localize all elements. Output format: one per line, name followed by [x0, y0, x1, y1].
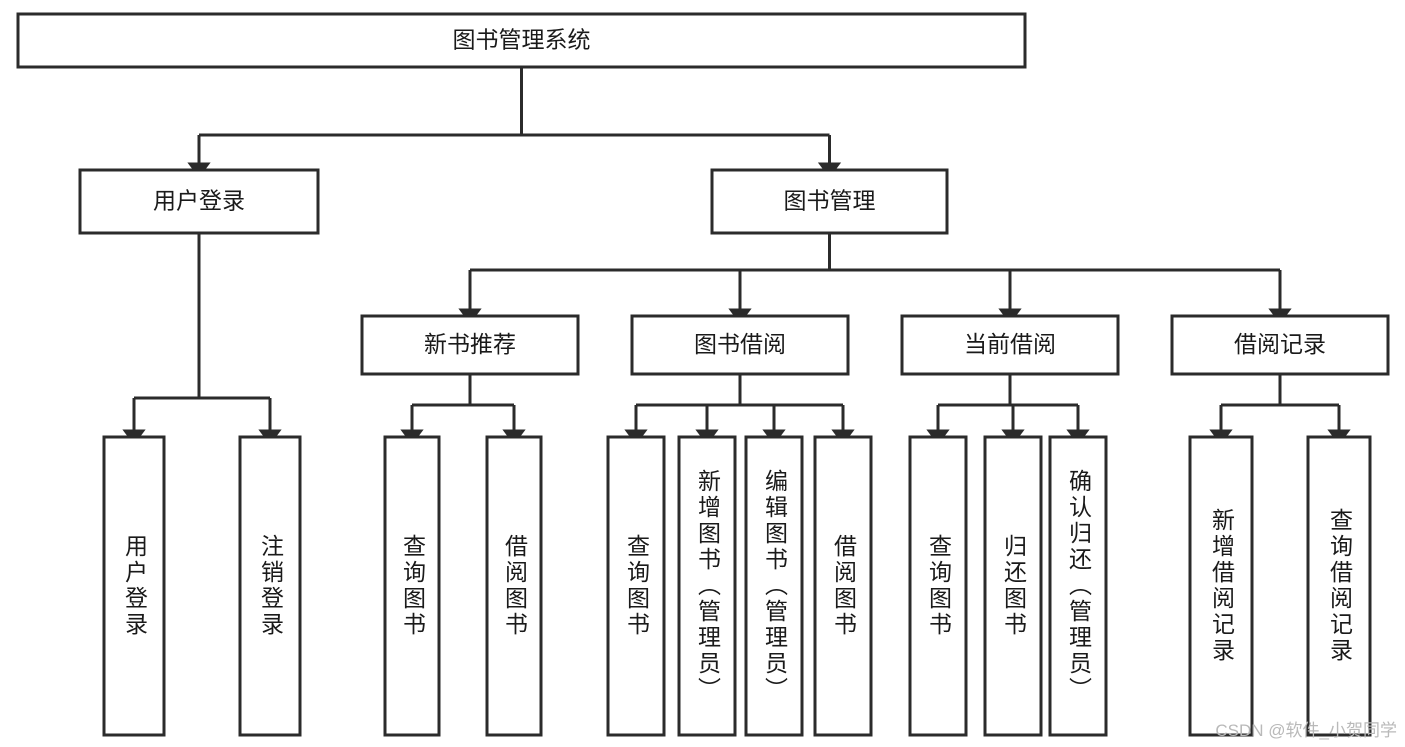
node-box-book-borrow[interactable]	[630, 314, 850, 376]
node-box-leaf-borrow-book-1[interactable]	[485, 435, 543, 737]
node-box-leaf-user-login[interactable]	[102, 435, 166, 737]
node-label-root: 图书管理系统	[453, 27, 591, 53]
node-label-new-book-recommend: 新书推荐	[424, 331, 516, 357]
node-label-user-login: 用户登录	[153, 188, 245, 214]
node-box-new-book-recommend[interactable]	[360, 314, 580, 376]
node-label-current-borrow: 当前借阅	[964, 331, 1056, 357]
node-label-book-borrow: 图书借阅	[694, 331, 786, 357]
node-box-user-login[interactable]	[78, 168, 320, 235]
node-box-leaf-add-book[interactable]	[677, 435, 737, 737]
node-box-leaf-query-book-2[interactable]	[606, 435, 666, 737]
node-label-book-manage: 图书管理	[784, 188, 876, 214]
node-box-leaf-return-book[interactable]	[983, 435, 1043, 737]
node-box-leaf-borrow-book-2[interactable]	[813, 435, 873, 737]
watermark-text: CSDN @软件_小贺同学	[1215, 721, 1397, 740]
node-box-root[interactable]	[16, 12, 1027, 69]
node-box-leaf-query-record[interactable]	[1306, 435, 1372, 737]
node-label-borrow-record: 借阅记录	[1234, 331, 1326, 357]
node-box-leaf-edit-book[interactable]	[744, 435, 804, 737]
node-box-borrow-record[interactable]	[1170, 314, 1390, 376]
connector-links	[122, 67, 1351, 445]
node-box-current-borrow[interactable]	[900, 314, 1120, 376]
node-box-leaf-confirm-return[interactable]	[1048, 435, 1108, 737]
node-box-leaf-user-logout[interactable]	[238, 435, 302, 737]
node-box-leaf-query-book-3[interactable]	[908, 435, 968, 737]
node-box-leaf-query-book-1[interactable]	[383, 435, 441, 737]
node-boxes	[16, 12, 1390, 737]
node-box-book-manage[interactable]	[710, 168, 949, 235]
node-box-leaf-add-record[interactable]	[1188, 435, 1254, 737]
